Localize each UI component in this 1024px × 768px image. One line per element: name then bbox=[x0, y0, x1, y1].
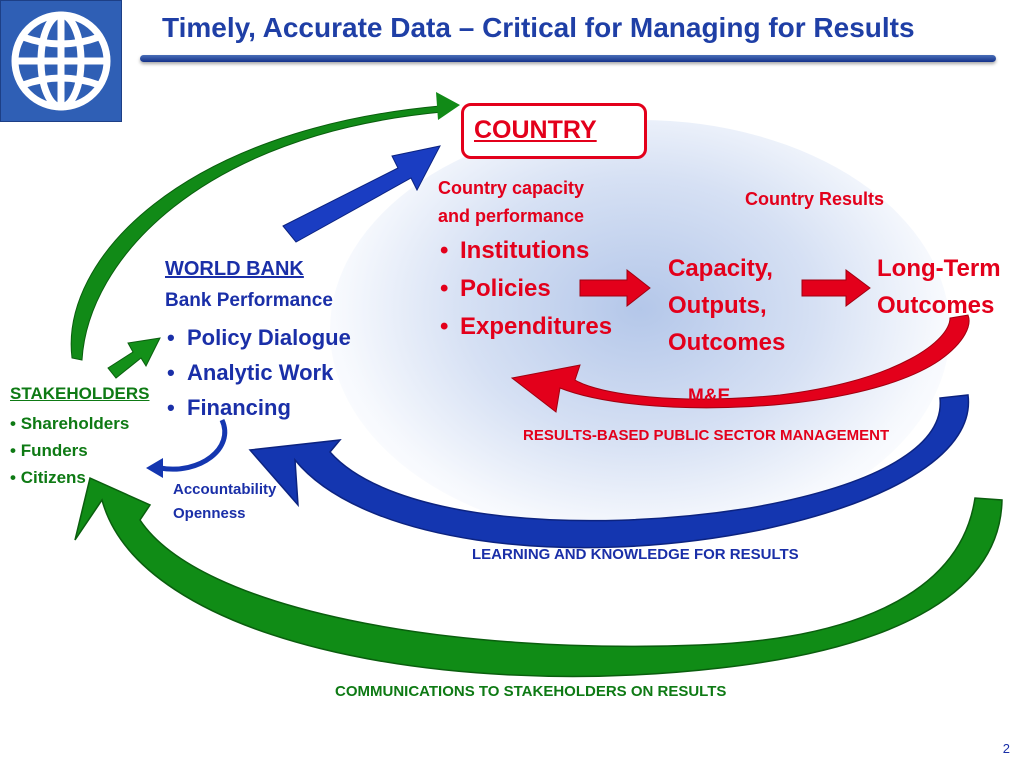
outputs-line: Outputs, bbox=[668, 292, 767, 319]
long-term-outcomes: Long-Term Outcomes bbox=[877, 250, 1001, 324]
long-term-line: Long-Term bbox=[877, 255, 1001, 282]
bank-performance-label: Bank Performance bbox=[165, 290, 333, 311]
learning-arc-arrow bbox=[248, 394, 970, 549]
wb-item-policy-dialogue: Policy Dialogue bbox=[165, 320, 351, 355]
country-item-institutions: Institutions bbox=[438, 232, 612, 270]
me-arc-arrow bbox=[510, 314, 970, 413]
wb-item-financing: Financing bbox=[165, 390, 351, 425]
stakeholders-to-worldbank-arrow bbox=[107, 337, 161, 379]
communications-label: COMMUNICATIONS TO STAKEHOLDERS ON RESULT… bbox=[335, 683, 727, 700]
stakeholder-citizens: • Citizens bbox=[10, 468, 86, 487]
outcomes-line: Outcomes bbox=[668, 329, 786, 356]
title-underline bbox=[140, 55, 996, 62]
country-item-expenditures: Expenditures bbox=[438, 308, 612, 346]
stakeholders-arrowhead bbox=[436, 92, 460, 120]
stakeholder-shareholders-text: Shareholders bbox=[20, 414, 130, 433]
country-capacity-text: Country capacity and performance bbox=[438, 174, 584, 230]
slide-title: Timely, Accurate Data – Critical for Man… bbox=[162, 12, 915, 43]
me-label: M&E bbox=[688, 386, 731, 407]
stakeholder-citizens-text: Citizens bbox=[20, 468, 86, 487]
country-background-glow bbox=[330, 120, 950, 540]
worldbank-to-country-arrow bbox=[282, 145, 441, 243]
world-bank-logo bbox=[0, 0, 122, 122]
country-box bbox=[461, 103, 647, 159]
country-items-list: Institutions Policies Expenditures bbox=[438, 232, 612, 346]
learning-label: LEARNING AND KNOWLEDGE FOR RESULTS bbox=[472, 546, 799, 563]
capacity-outputs-outcomes: Capacity, Outputs, Outcomes bbox=[668, 250, 785, 361]
country-capacity-line2: and performance bbox=[438, 206, 585, 226]
capacity-line: Capacity, bbox=[668, 255, 773, 282]
stakeholder-shareholders: • Shareholders bbox=[10, 414, 130, 433]
country-results-label: Country Results bbox=[745, 189, 885, 209]
rbpsm-label: RESULTS-BASED PUBLIC SECTOR MANAGEMENT bbox=[523, 427, 890, 444]
communications-arc-arrow bbox=[74, 476, 1003, 678]
accountability-label: Accountability bbox=[173, 481, 277, 498]
accountability-arrowhead bbox=[146, 458, 163, 478]
long-term-outcomes-line: Outcomes bbox=[877, 292, 995, 319]
wb-item-analytic-work: Analytic Work bbox=[165, 355, 351, 390]
openness-label: Openness bbox=[173, 505, 246, 522]
world-bank-label: WORLD BANK bbox=[165, 258, 304, 280]
capacity-to-longterm-arrow bbox=[801, 269, 871, 307]
globe-icon bbox=[11, 11, 111, 111]
world-bank-items-list: Policy Dialogue Analytic Work Financing bbox=[165, 320, 351, 425]
stakeholders-label: STAKEHOLDERS bbox=[10, 384, 150, 403]
country-label: COUNTRY bbox=[474, 116, 597, 144]
stakeholders-list: • Shareholders • Funders • Citizens bbox=[10, 410, 129, 491]
stakeholder-funders-text: Funders bbox=[20, 441, 88, 460]
country-capacity-line1: Country capacity bbox=[438, 178, 585, 198]
country-item-policies: Policies bbox=[438, 270, 612, 308]
page-number: 2 bbox=[1002, 741, 1010, 756]
accountability-arrow bbox=[159, 418, 228, 472]
stakeholder-funders: • Funders bbox=[10, 441, 88, 460]
accountability-openness: Accountability Openness bbox=[173, 478, 276, 526]
